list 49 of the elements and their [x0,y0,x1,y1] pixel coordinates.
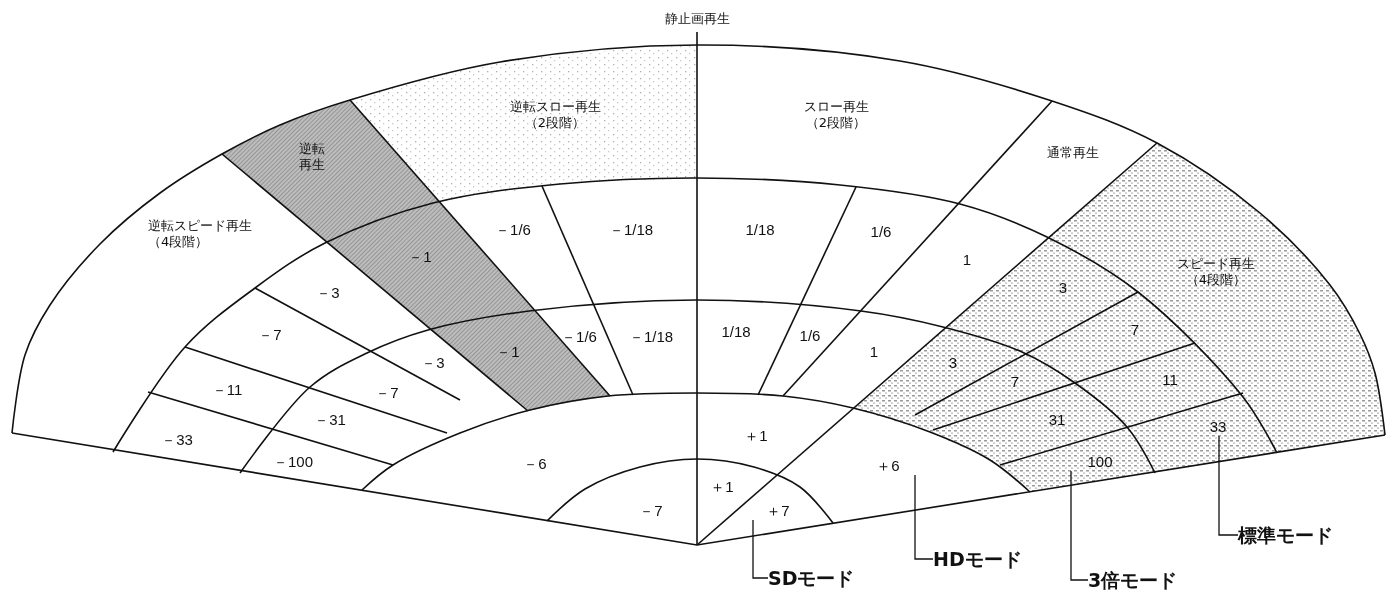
leader-line [1218,435,1239,536]
playback-mode-label: 通常再生 [1043,144,1103,162]
speed-value: －33 [155,431,199,449]
mode-label: 標準モード [1238,524,1333,546]
speed-value: －100 [270,453,316,471]
speed-value: ＋7 [748,502,808,520]
speed-value: －1/6 [557,328,601,346]
speed-value: －3 [308,284,348,302]
speed-value: ＋1 [707,478,737,496]
playback-mode-label: 逆転スピード再生（4段階） [148,218,266,251]
speed-value: 1 [860,343,888,361]
speed-value: 1/18 [740,221,780,239]
speed-value: －1 [400,248,440,266]
speed-value: －31 [309,411,351,429]
speed-value: －7 [633,502,669,520]
speed-value: －1/6 [489,221,537,239]
playback-mode-label: 逆転スロー再生（2段階） [503,98,607,132]
speed-value: 3 [941,354,965,372]
speed-value: 31 [1042,411,1072,429]
speed-value: 3 [1048,279,1078,297]
speed-value: 33 [1201,418,1235,436]
speed-value: －3 [415,354,451,372]
leader-line [752,519,769,579]
speed-value: 7 [1003,373,1027,391]
speed-value: 100 [1067,453,1133,471]
speed-value: 1/6 [863,223,899,241]
speed-value: －1/18 [605,221,657,239]
playback-mode-label: 逆転再生 [297,140,327,174]
playback-mode-label: スロー再生（2段階） [798,98,874,132]
mode-label: 3倍モード [1088,569,1178,591]
speed-value: －1/18 [626,328,676,346]
speed-value: 7 [1120,321,1150,339]
leader-line [1070,470,1089,581]
mode-label: SDモード [768,567,855,589]
speed-value: 1 [952,251,982,269]
leader-line [914,474,934,560]
speed-value: ＋6 [856,457,920,475]
speed-value: 1/18 [717,323,755,341]
playback-mode-label: スピード再生（4段階） [1171,255,1261,289]
speed-value: －7 [250,326,290,344]
axis-label: 静止画再生 [664,10,730,28]
speed-value: 11 [1155,371,1185,389]
speed-value: －1 [490,343,526,361]
speed-value: ＋1 [736,427,776,445]
speed-value: －7 [369,384,405,402]
speed-value: －11 [205,381,249,399]
speed-value: －6 [515,455,555,473]
speed-value: 1/6 [794,327,826,345]
mode-label: HDモード [933,548,1022,570]
